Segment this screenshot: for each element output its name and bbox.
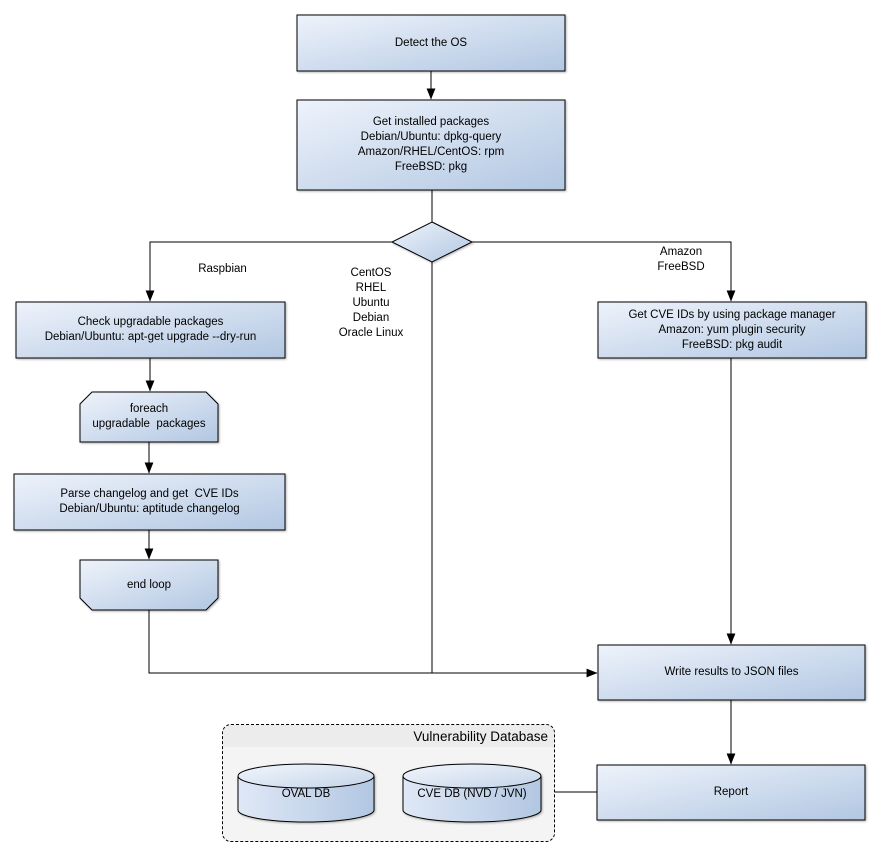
node-report-label: Report [713, 786, 749, 798]
branch-label-centos-rhel-ubuntu-debian-oracle: CentOS RHEL Ubuntu Debian Oracle Linux [338, 267, 404, 339]
node-end-loop-label: end loop [126, 578, 172, 591]
cve-db-label: CVE DB (NVD / JVN) [417, 787, 527, 800]
vulnerability-database-titlebar: Vulnerability Database [223, 725, 554, 747]
vulnerability-database-title: Vulnerability Database [413, 728, 548, 744]
node-get-installed-packages-label: Get installed packages Debian/Ubuntu: dp… [357, 116, 505, 173]
node-foreach-loop-label: foreach upgradable packages [92, 403, 206, 430]
decision-os-diamond [390, 221, 474, 263]
branch-label-raspbian: Raspbian [198, 263, 247, 275]
node-get-cve-ids-label: Get CVE IDs by using package manager Ama… [628, 308, 836, 351]
branch-label-amazon-freebsd: Amazon FreeBSD [657, 246, 705, 273]
connector-endloop-to-write-results [148, 610, 598, 678]
node-parse-changelog-label: Parse changelog and get CVE IDs Debian/U… [59, 488, 240, 515]
oval-db-label: OVAL DB [281, 787, 331, 800]
node-detect-os-label: Detect the OS [394, 36, 468, 49]
node-check-upgradable-label: Check upgradable packages Debian/Ubuntu:… [44, 316, 257, 343]
node-write-results-label: Write results to JSON files [664, 666, 799, 678]
